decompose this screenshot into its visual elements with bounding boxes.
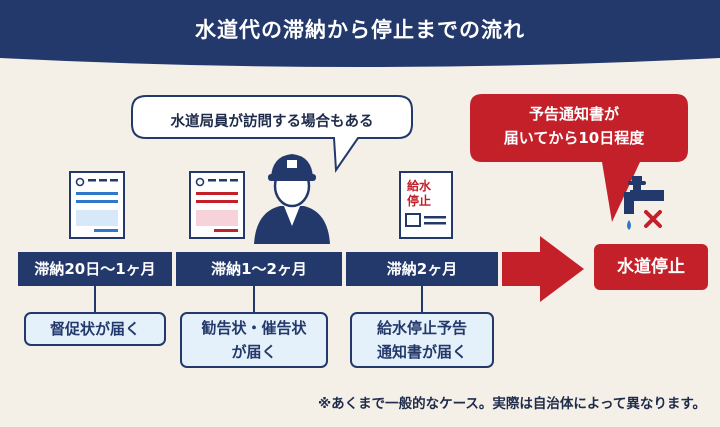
result-box-2: 勧告状・催告状 が届く (180, 312, 328, 368)
page-title: 水道代の滞納から停止までの流れ (195, 18, 525, 42)
faucet-stopped-icon (624, 176, 664, 230)
red-callout-line1: 予告通知書が (528, 105, 619, 123)
document-icon (69, 171, 125, 239)
speech-bubble-text: 水道局員が訪問する場合もある (170, 114, 374, 130)
arrow-icon (502, 236, 584, 302)
result-line: 勧告状・催告状 (201, 319, 307, 337)
notice-document-icon (399, 171, 453, 239)
step-label-1: 滞納20日〜1ヶ月 (34, 260, 156, 278)
step-label-2: 滞納1〜2ヶ月 (211, 260, 307, 278)
result-line: 通知書が届く (376, 343, 467, 361)
result-box-1: 督促状が届く (24, 312, 166, 346)
timeline-segment (18, 252, 172, 286)
footnote: ※あくまで一般的なケース。実際は自治体によって異なります。 (317, 396, 706, 412)
result-line: 督促状が届く (49, 320, 140, 338)
step-label-3: 滞納2ヶ月 (386, 260, 458, 278)
red-callout-text: 予告通知書が 届いてから10日程度 (466, 102, 682, 150)
water-stop-box: 水道停止 (594, 244, 708, 290)
timeline-segment (176, 252, 342, 286)
red-callout-line2: 届いてから10日程度 (503, 129, 645, 147)
result-box-3: 給水停止予告 通知書が届く (350, 312, 494, 368)
document-icon (189, 171, 245, 239)
result-line: が届く (231, 343, 277, 361)
result-line: 給水停止予告 (376, 319, 467, 337)
water-worker-icon (254, 154, 330, 244)
timeline-segment (346, 252, 498, 286)
notice-document-label: 給水 停止 (407, 179, 432, 208)
title-banner (0, 0, 720, 67)
